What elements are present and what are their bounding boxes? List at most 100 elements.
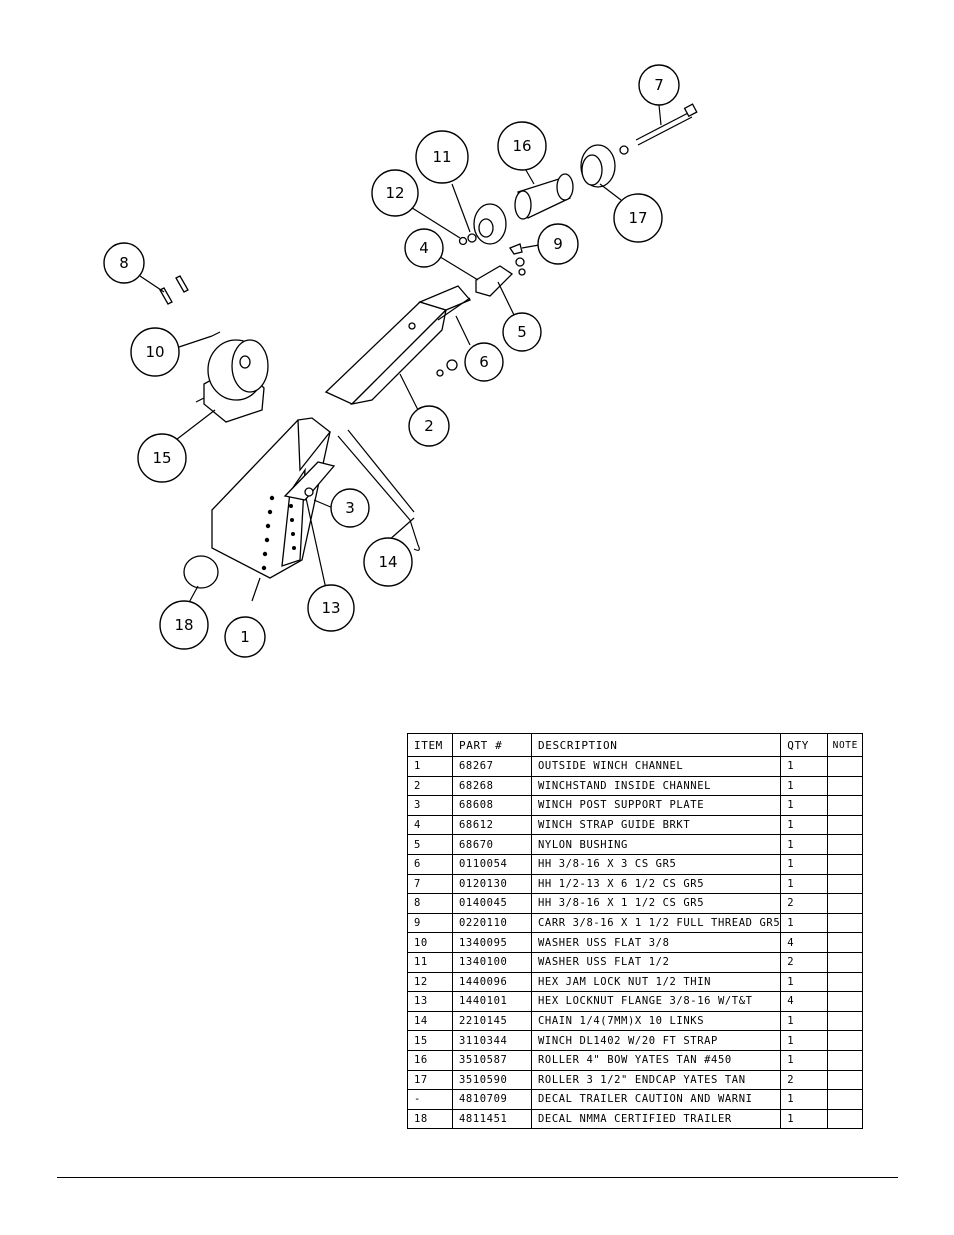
cell-desc: WASHER USS FLAT 1/2 [530,951,782,973]
callout-8: 8 [103,242,145,284]
cell-qty: 1 [780,853,829,875]
cell-part: 68608 [452,795,532,816]
cell-note [827,1010,864,1032]
winch-bolts [159,275,189,305]
winch-post-support-plate [283,461,336,501]
hex-jam-nut [458,236,468,246]
roller-small [473,203,507,245]
callout-3: 3 [330,488,370,528]
callout-10: 10 [130,327,180,377]
cell-item: 1 [407,756,453,777]
cell-note [827,971,864,993]
cell-item: 8 [407,893,453,914]
cell-part: 68670 [452,834,532,855]
cell-qty: 1 [780,795,829,816]
cell-qty: 1 [780,1089,829,1110]
cell-note [827,834,864,855]
svg-text:18: 18 [174,616,193,634]
table-header-row: ITEM PART # DESCRIPTION QTY NOTE [407,733,864,757]
callout-13: 13 [307,584,355,632]
cell-item: 3 [407,795,453,816]
cell-note [827,756,864,777]
cell-qty: 1 [780,912,829,934]
cell-part: 68267 [452,756,532,777]
svg-text:5: 5 [517,323,527,341]
cell-note [827,1069,864,1091]
cell-qty: 1 [780,834,829,855]
cell-qty: 1 [780,1049,829,1071]
cell-qty: 4 [780,991,829,1012]
cell-item: 16 [407,1049,453,1071]
svg-text:4: 4 [419,239,429,257]
cell-desc: HH 3/8-16 X 3 CS GR5 [530,853,782,875]
callout-14: 14 [363,537,413,587]
cell-part: 1440101 [452,991,532,1012]
svg-text:16: 16 [512,137,531,155]
cell-desc: ROLLER 3 1/2" ENDCAP YATES TAN [530,1069,782,1091]
header-description: DESCRIPTION [530,733,782,757]
cell-item: 13 [407,991,453,1012]
cell-qty: 1 [780,1108,829,1130]
cell-qty: 1 [780,756,829,777]
svg-text:1: 1 [240,628,250,646]
cell-note [827,912,864,934]
cell-item: 7 [407,873,453,895]
svg-text:15: 15 [152,449,171,467]
callout-12: 12 [371,169,419,217]
washer [518,268,526,276]
cell-desc: WINCH POST SUPPORT PLATE [530,795,782,816]
callout-7: 7 [638,64,680,106]
callout-1: 1 [224,616,266,658]
cell-desc: WINCHSTAND INSIDE CHANNEL [530,775,782,797]
callout-11: 11 [415,130,469,184]
exploded-assembly-diagram: 1 2 3 4 5 6 7 8 9 10 11 12 13 14 15 16 1… [103,64,698,658]
svg-text:12: 12 [385,184,404,202]
cell-item: 2 [407,775,453,797]
callout-17: 17 [613,193,663,243]
cell-qty: 1 [780,814,829,836]
callout-18: 18 [159,600,209,650]
washer [619,145,629,155]
cell-item: 12 [407,971,453,993]
cell-desc: DECAL NMMA CERTIFIED TRAILER [530,1108,782,1130]
cell-part: 68612 [452,814,532,836]
cell-qty: 1 [780,775,829,797]
cell-desc: HEX JAM LOCK NUT 1/2 THIN [530,971,782,993]
cell-note [827,951,864,973]
svg-text:7: 7 [654,76,664,94]
svg-text:3: 3 [345,499,355,517]
cell-qty: 4 [780,932,829,953]
callout-6: 6 [464,342,504,382]
cell-desc: WASHER USS FLAT 3/8 [530,932,782,953]
endcap-roller [580,144,616,188]
cell-desc: CHAIN 1/4(7MM)X 10 LINKS [530,1010,782,1032]
svg-text:6: 6 [479,353,489,371]
winch-strap-guide-bracket [475,265,514,297]
cell-note [827,893,864,914]
cell-qty: 2 [780,893,829,914]
cell-desc: NYLON BUSHING [530,834,782,855]
cell-note [827,991,864,1012]
cell-note [827,814,864,836]
callout-4: 4 [404,228,444,268]
cell-note [827,932,864,953]
cell-desc: WINCH DL1402 W/20 FT STRAP [530,1030,782,1051]
cell-note [827,853,864,875]
svg-text:11: 11 [432,148,451,166]
cell-item: 9 [407,912,453,934]
outside-winch-channel [211,417,331,579]
cell-part: 4811451 [452,1108,532,1130]
header-item: ITEM [407,733,453,757]
svg-text:2: 2 [424,417,434,435]
cell-part: 3110344 [452,1030,532,1051]
